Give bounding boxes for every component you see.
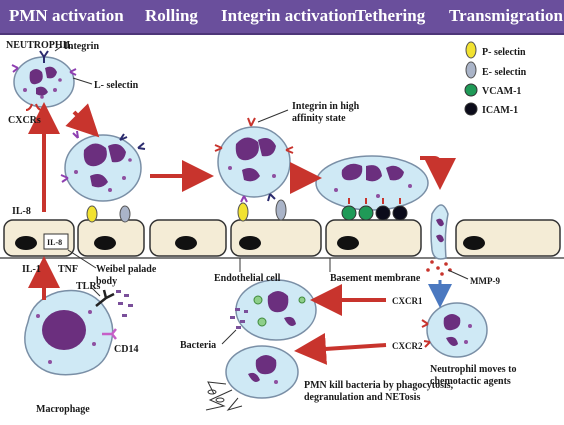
l-selectin-label: L- selectin <box>94 80 139 91</box>
legend-vcam-label: VCAM-1 <box>482 86 521 97</box>
endothelial-cell-1 <box>3 219 75 257</box>
tlr-icon <box>95 289 115 307</box>
e-selectin-marker <box>275 199 287 221</box>
macrophage <box>24 289 133 376</box>
mmp9-label: MMP-9 <box>470 276 500 286</box>
stage-label-tethering: Tethering <box>355 6 426 25</box>
cxcr1-label: CXCR1 <box>392 296 423 306</box>
neutrophil-moves-label-line2: chemotactic agents <box>430 376 511 387</box>
bacteria-cluster <box>230 308 248 329</box>
endothelial-cell-3 <box>149 219 227 257</box>
il1-label: IL-1 <box>22 264 41 275</box>
legend-e-selectin-label: E- selectin <box>482 67 527 78</box>
transmigration-arrow <box>420 156 456 190</box>
neutrophil-label: NEUTROPHIL <box>6 40 74 51</box>
legend: P- selectin E- selectin VCAM-1 ICAM-1 <box>464 41 527 116</box>
macrophage-label: Macrophage <box>36 404 90 415</box>
neutrophil-moves-label-line1: Neutrophil moves to <box>430 364 516 375</box>
pathway-arrows <box>28 102 456 365</box>
neutrophil-phagocytosing <box>235 279 317 341</box>
stage-label-rolling: Rolling <box>145 6 198 25</box>
stage-label-integrin-activation: Integrin activation <box>221 6 357 25</box>
weibel-palade-label-line1: Weibel palade <box>96 264 157 275</box>
endothelial-cell-5 <box>325 219 422 257</box>
icam-marker <box>375 205 391 221</box>
cxcr2-label: CXCR2 <box>392 341 423 351</box>
cxcrs-label: CXCRs <box>8 115 41 126</box>
weibel-palade-label-line2: body <box>96 276 117 287</box>
legend-icam-swatch <box>464 102 478 116</box>
netosis-arrow <box>294 332 387 365</box>
basement-membrane-label: Basement membrane <box>330 273 421 284</box>
p-selectin-marker <box>237 202 249 222</box>
macrophage-nucleus <box>42 310 86 350</box>
endothelial-cell-label: Endothelial cell <box>214 273 281 284</box>
neutrophil-resting <box>11 50 77 111</box>
l-selectin-icon <box>69 68 77 76</box>
e-selectin-marker <box>119 205 131 223</box>
legend-p-selectin-swatch <box>465 41 477 59</box>
stage-label-pmn-activation: PMN activation <box>9 6 124 25</box>
legend-icam-label: ICAM-1 <box>482 105 518 116</box>
il8-box-label: IL-8 <box>47 238 62 247</box>
il8-granule-box <box>43 233 69 250</box>
neutrophil-netosis <box>205 345 299 411</box>
stage-banner: PMN activation Rolling Integrin activati… <box>0 0 564 35</box>
endothelial-cell-6 <box>455 219 561 257</box>
vcam-marker <box>358 205 374 221</box>
neutrophil-integrin-activated <box>214 117 294 203</box>
affinity-state-label: affinity state <box>292 113 346 124</box>
p-selectin-marker <box>86 205 98 223</box>
cd14-label: CD14 <box>114 344 138 355</box>
il8-label: IL-8 <box>12 206 31 217</box>
tlrs-label: TLRs <box>76 281 101 292</box>
vcam-marker <box>341 205 357 221</box>
legend-vcam-swatch <box>464 83 478 97</box>
neutrophil-rolling <box>60 130 146 202</box>
pmn-kill-label-line2: degranulation and NETosis <box>304 392 420 403</box>
neutrophil-transmigrating <box>426 204 452 276</box>
integrin-label: Integrin <box>64 41 99 52</box>
endothelial-cell-4 <box>230 219 322 257</box>
endothelial-cell-2 <box>77 219 145 257</box>
endothelium-layer <box>0 219 564 272</box>
integrin-high-label: Integrin in high <box>292 101 360 112</box>
tnf-label: TNF <box>58 264 78 275</box>
icam-marker <box>392 205 408 221</box>
pmn-kill-label-line1: PMN kill bacteria by phagocytosis, <box>304 380 454 391</box>
legend-e-selectin-swatch <box>465 61 477 79</box>
legend-p-selectin-label: P- selectin <box>482 47 526 58</box>
bacteria-label: Bacteria <box>180 340 216 351</box>
neutrophil-chemotaxis <box>421 302 488 358</box>
cd14-icon <box>102 328 117 340</box>
activation-arrow <box>65 103 100 138</box>
neutrophil-tethered <box>315 155 429 211</box>
integrin-icon <box>39 50 49 63</box>
stage-label-transmigration: Transmigration <box>449 6 563 25</box>
